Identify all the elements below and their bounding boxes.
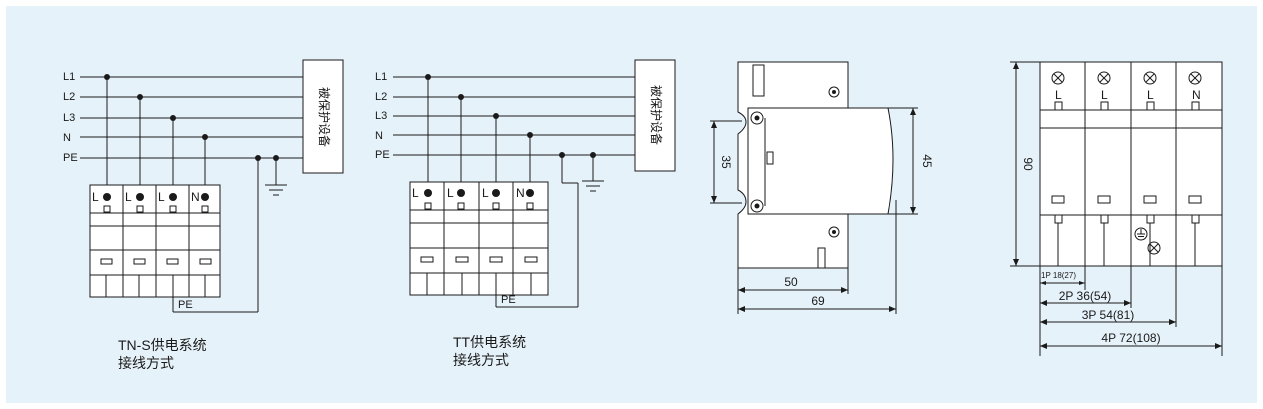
tt-ground-icon bbox=[582, 180, 604, 192]
front-module-label-3: L bbox=[1147, 88, 1154, 102]
tt-bus-label-l1: L1 bbox=[375, 71, 387, 83]
side-dim-45: 45 bbox=[920, 154, 934, 168]
tns-wiring-diagram: L1 L2 L3 N PE 被保护设备 bbox=[63, 59, 344, 313]
side-dim-35: 35 bbox=[719, 155, 733, 169]
spd-side-view: 35 45 50 69 bbox=[710, 61, 934, 314]
tt-caption-line2: 接线方式 bbox=[453, 352, 509, 368]
spd-front-view: L L L N 90 1P 18(27) 2P 36(54) bbox=[1010, 61, 1223, 356]
tt-caption-line1: TT供电系统 bbox=[453, 334, 527, 350]
tns-bus-label-l2: L2 bbox=[63, 91, 75, 103]
tt-wiring-diagram: L1 L2 L3 N PE 被保护设备 bbox=[375, 59, 676, 308]
tt-protected-equipment-box bbox=[634, 59, 676, 172]
tns-protected-equipment-label: 被保护设备 bbox=[317, 87, 331, 147]
tt-protected-equipment-label: 被保护设备 bbox=[649, 85, 663, 145]
tns-module-label-2: L bbox=[125, 190, 132, 204]
front-module-label-2: L bbox=[1101, 88, 1108, 102]
tns-caption-line1: TN-S供电系统 bbox=[118, 337, 207, 353]
tns-protected-equipment-box bbox=[302, 59, 344, 174]
side-dim-50: 50 bbox=[784, 275, 798, 289]
tt-caption: TT供电系统 接线方式 bbox=[453, 333, 526, 369]
front-dim-90: 90 bbox=[1021, 157, 1035, 171]
tns-bus-label-n: N bbox=[63, 132, 71, 144]
tt-module-label-3: L bbox=[482, 186, 489, 200]
front-module-label-4: N bbox=[1192, 88, 1201, 102]
front-module-label-1: L bbox=[1055, 88, 1062, 102]
tns-bus-label-pe: PE bbox=[63, 152, 78, 164]
front-dim-4p: 4P 72(108) bbox=[1101, 331, 1160, 345]
tns-ground-icon bbox=[265, 184, 287, 196]
tns-bus-label-l1: L1 bbox=[63, 71, 75, 83]
tns-module-label-4: N bbox=[191, 190, 200, 204]
tns-module-label-3: L bbox=[158, 190, 165, 204]
tt-pe-label: PE bbox=[501, 294, 516, 306]
tt-bus-label-pe: PE bbox=[375, 149, 390, 161]
front-dim-3p: 3P 54(81) bbox=[1082, 308, 1134, 322]
tns-caption-line2: 接线方式 bbox=[118, 355, 174, 371]
front-dim-1p: 1P 18(27) bbox=[1041, 271, 1076, 280]
tt-bus-label-l3: L3 bbox=[375, 110, 387, 122]
tt-spd-modules bbox=[409, 181, 549, 307]
tns-caption: TN-S供电系统 接线方式 bbox=[118, 336, 207, 372]
tt-bus-label-l2: L2 bbox=[375, 91, 387, 103]
tns-bus-label-l3: L3 bbox=[63, 112, 75, 124]
terminal-screw-icon bbox=[1147, 241, 1161, 255]
tt-bus-label-n: N bbox=[375, 130, 383, 142]
tns-spd-modules bbox=[89, 184, 221, 312]
side-dim-69: 69 bbox=[811, 294, 825, 308]
ground-symbol-icon bbox=[1134, 227, 1148, 241]
tt-module-label-2: L bbox=[447, 186, 454, 200]
tt-module-label-4: N bbox=[516, 186, 525, 200]
tt-module-label-1: L bbox=[412, 186, 419, 200]
tns-pe-label: PE bbox=[178, 299, 193, 311]
front-dim-2p: 2P 36(54) bbox=[1059, 289, 1111, 303]
tns-module-label-1: L bbox=[92, 190, 99, 204]
